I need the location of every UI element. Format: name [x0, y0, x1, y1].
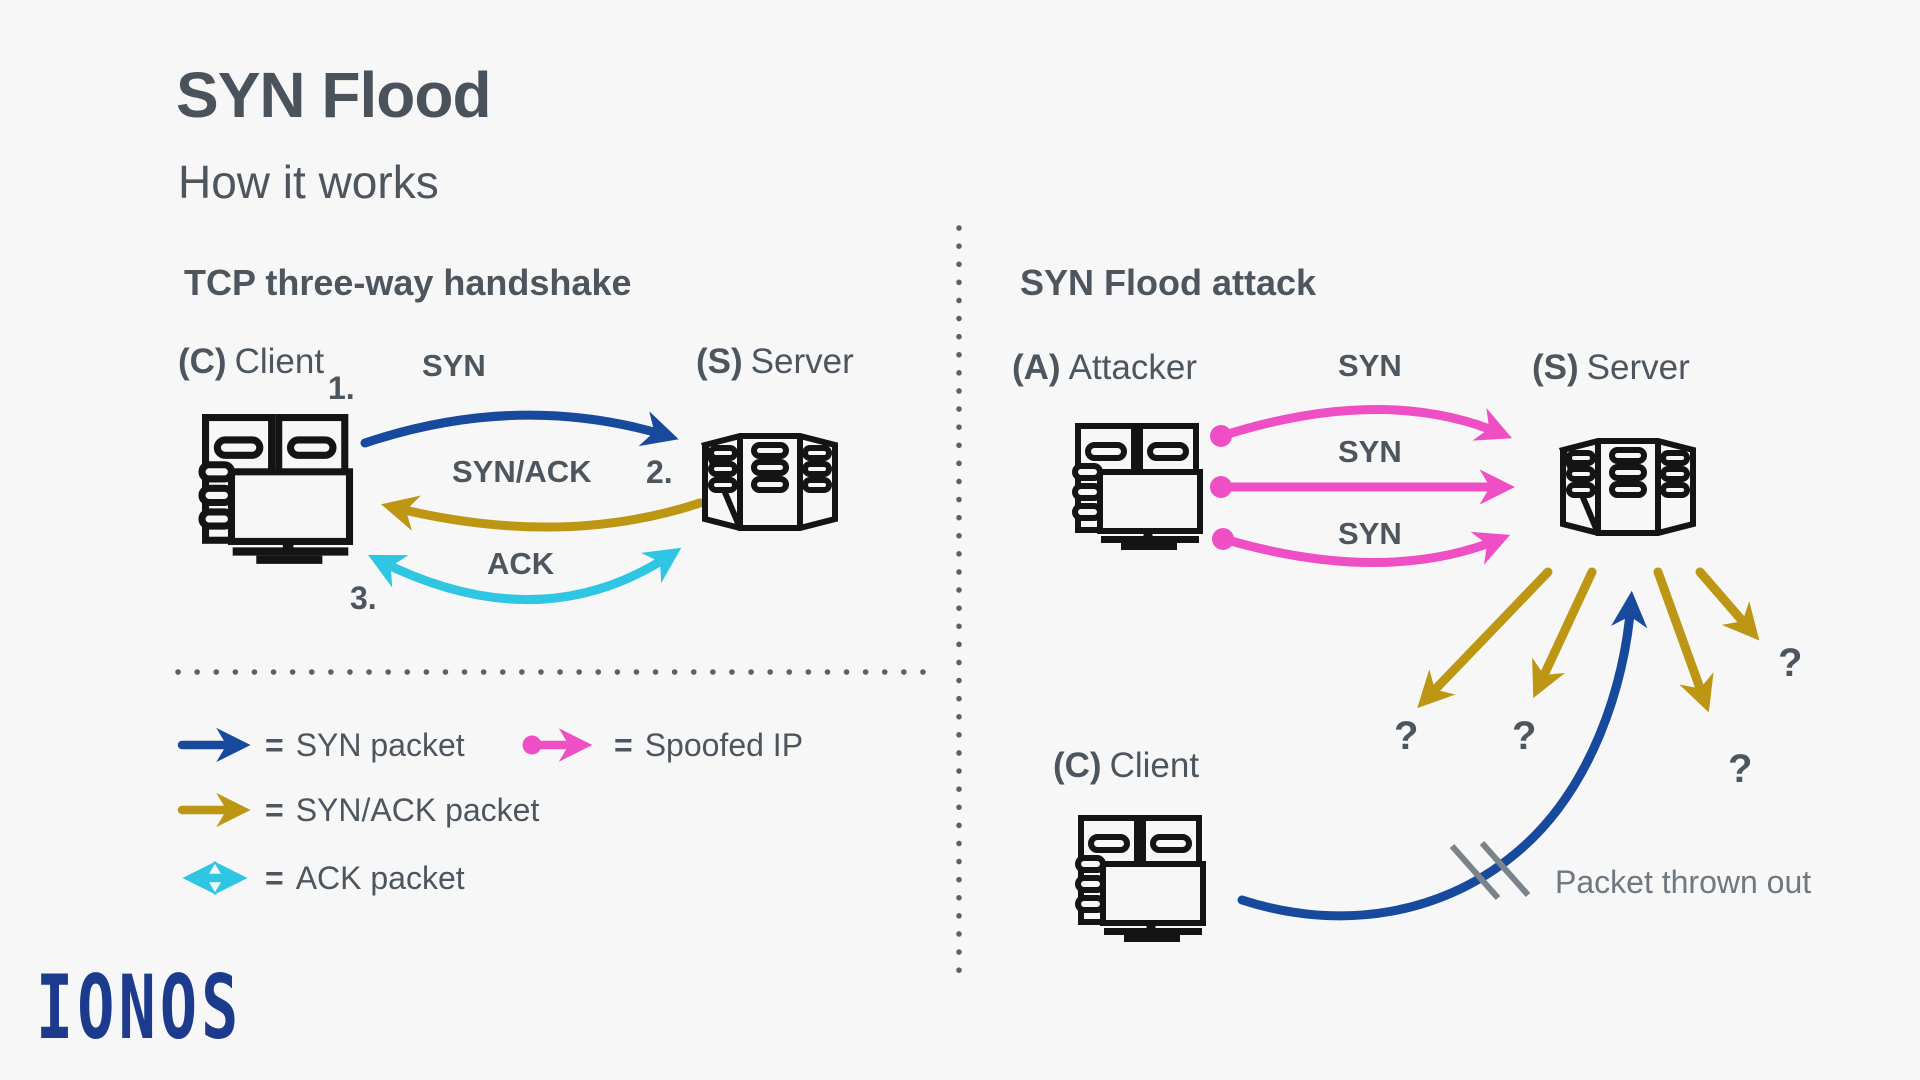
server-name-right: Server: [1586, 348, 1690, 387]
handshake-arrows: [360, 410, 705, 605]
left-panel-heading: TCP three-way handshake: [184, 262, 632, 303]
page-title: SYN Flood: [176, 59, 492, 131]
ack-arrow: [367, 547, 682, 605]
legend-item-ack: = ACK packet: [265, 860, 465, 896]
syn-ack-label: SYN/ACK: [452, 454, 592, 489]
spoofed-origin-dots: [1210, 425, 1234, 550]
spoofed-syn-arrow-1: [1217, 405, 1513, 441]
client-name-right: Client: [1109, 746, 1200, 785]
question-mark-1: ?: [1394, 714, 1419, 758]
attacker-prefix: (A): [1012, 348, 1061, 387]
client-prefix-right: (C): [1053, 746, 1102, 785]
flood-syn-label-3: SYN: [1338, 516, 1402, 551]
syn-ack-fan-arrows: [1417, 567, 1760, 713]
legend-item-syn: = SYN packet: [265, 727, 465, 763]
dropped-slashes: [1449, 841, 1531, 900]
attacker-computer-icon: [1075, 426, 1200, 547]
legit-client-computer-icon: [1078, 818, 1203, 939]
page-subtitle: How it works: [178, 156, 439, 208]
legend-glyphs: [177, 727, 593, 896]
legend-syn-eq: =: [265, 727, 284, 763]
server-name-left: Server: [750, 342, 854, 381]
client-syn-dropped-arrow: [1237, 590, 1648, 921]
syn-label: SYN: [422, 348, 486, 383]
fan-arrow-1: [1417, 567, 1553, 709]
legend-spoofed-dot: [522, 735, 542, 755]
flood-syn-label-2: SYN: [1338, 434, 1402, 469]
legend-spoofed-eq: =: [614, 727, 633, 763]
step-1-number: 1.: [328, 370, 355, 406]
legend-item-syn-ack: = SYN/ACK packet: [265, 792, 540, 828]
question-mark-2: ?: [1512, 714, 1537, 758]
legend-ack-label: ACK packet: [295, 860, 465, 896]
right-panel-heading: SYN Flood attack: [1020, 262, 1317, 303]
legend-ack-eq: =: [265, 860, 284, 896]
attacked-server-rack-icon: [1563, 441, 1693, 533]
fan-arrow-4: [1695, 567, 1760, 641]
client-name-left: Client: [234, 342, 325, 381]
server-label-right: (S)Server: [1532, 348, 1690, 387]
flood-syn-label-1: SYN: [1338, 348, 1402, 383]
server-prefix-right: (S): [1532, 348, 1579, 387]
fan-arrow-3: [1653, 567, 1714, 713]
ack-label: ACK: [487, 546, 555, 581]
step-2-number: 2.: [646, 454, 673, 490]
client-label-left: (C)Client: [178, 342, 325, 381]
question-mark-3: ?: [1778, 641, 1803, 685]
client-prefix-left: (C): [178, 342, 227, 381]
server-rack-icon: [705, 436, 835, 528]
legend-syn-label: SYN packet: [295, 727, 465, 763]
fan-arrow-2: [1532, 567, 1597, 699]
ionos-logo: IONOS: [36, 956, 243, 1059]
server-label-left: (S)Server: [696, 342, 854, 381]
legend-spoofed-label: Spoofed IP: [644, 727, 804, 763]
server-prefix-left: (S): [696, 342, 743, 381]
client-label-right: (C)Client: [1053, 746, 1200, 785]
question-mark-4: ?: [1728, 747, 1753, 791]
syn-arrow: [360, 410, 679, 448]
spoofed-syn-arrow-3: [1219, 531, 1511, 567]
client-computer-icon: [202, 418, 350, 560]
legend-item-spoofed: = Spoofed IP: [614, 727, 804, 763]
step-3-number: 3.: [350, 580, 377, 616]
legend-syn-ack-label: SYN/ACK packet: [295, 792, 540, 828]
attacker-name: Attacker: [1068, 348, 1197, 387]
legend-syn-ack-eq: =: [265, 792, 284, 828]
attacker-label: (A)Attacker: [1012, 348, 1197, 387]
syn-ack-arrow: [381, 495, 705, 532]
packet-thrown-out-note: Packet thrown out: [1555, 864, 1812, 900]
spoofed-syn-arrows: [1210, 405, 1515, 567]
